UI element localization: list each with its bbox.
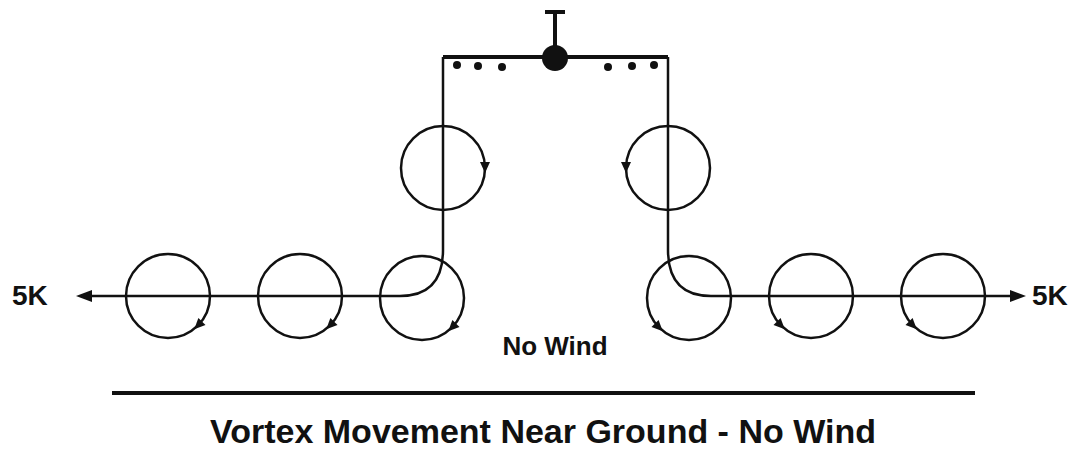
vortex-circle — [126, 254, 210, 338]
engine — [628, 62, 636, 70]
vortex-circle — [626, 126, 710, 210]
rotation-arrowhead — [621, 162, 631, 173]
engine — [604, 63, 612, 71]
tail-fin — [553, 12, 557, 46]
engine — [650, 61, 658, 69]
left-vortex-path — [86, 57, 443, 296]
rotation-arrowhead — [480, 162, 490, 173]
caption-rule — [112, 391, 975, 395]
rotation-arrowhead — [906, 318, 917, 329]
vortex-circle — [901, 254, 985, 338]
rotation-arrowhead — [326, 318, 337, 329]
tail-plane — [545, 10, 565, 14]
label-text: 5K — [1032, 281, 1068, 312]
rotation-arrowhead — [652, 320, 663, 331]
rotation-arrowhead — [774, 318, 785, 329]
engine — [474, 62, 482, 70]
rotation-arrowhead — [194, 318, 205, 329]
label-text: No Wind — [502, 332, 607, 361]
engines — [453, 61, 658, 71]
rotation-arrows — [194, 162, 917, 331]
caption: Vortex Movement Near Ground - No Wind — [210, 413, 876, 450]
vortex-circle — [401, 126, 485, 210]
vortex-paths — [86, 57, 1016, 296]
vortex-circles — [126, 126, 985, 340]
vortex-circle — [380, 256, 464, 340]
rotation-arrowhead — [448, 320, 459, 331]
label-text: 5K — [12, 281, 48, 312]
vortex-circle — [769, 254, 853, 338]
arrowhead-left — [76, 290, 92, 302]
vortex-circle — [258, 254, 342, 338]
arrowhead-right — [1010, 290, 1026, 302]
engine — [498, 63, 506, 71]
engine — [453, 61, 461, 69]
vortex-circle — [647, 256, 731, 340]
fuselage — [542, 45, 568, 71]
